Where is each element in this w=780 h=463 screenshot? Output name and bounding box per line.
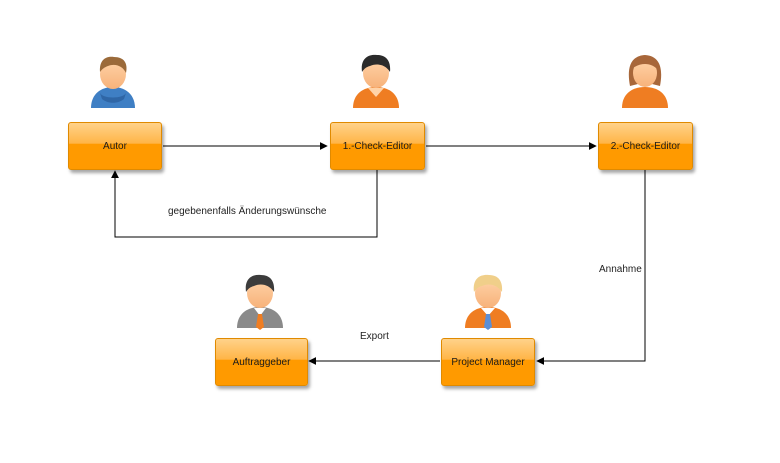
person-orange-dark-hair-icon: [353, 54, 399, 108]
person-grey-suit-icon: [237, 274, 283, 330]
edge-label-export: Export: [360, 331, 389, 342]
person-orange-tie-blond-icon: [465, 274, 511, 330]
node-autor[interactable]: Autor: [68, 122, 162, 170]
edge-label-revisions: gegebenenfalls Änderungswünsche: [168, 206, 327, 217]
node-check-editor-1[interactable]: 1.-Check-Editor: [330, 122, 425, 170]
node-check-editor-2[interactable]: 2.-Check-Editor: [598, 122, 693, 170]
edge-check-editor-1-back-to-autor: [111, 170, 378, 238]
edge-label-acceptance: Annahme: [599, 264, 642, 275]
node-auftraggeber[interactable]: Auftraggeber: [215, 338, 308, 386]
person-orange-female-icon: [622, 55, 668, 108]
edge-check-editor-2-to-project-manager: [536, 170, 646, 365]
node-project-manager[interactable]: Project Manager: [441, 338, 535, 386]
person-blue-hoodie-icon: [91, 56, 135, 108]
